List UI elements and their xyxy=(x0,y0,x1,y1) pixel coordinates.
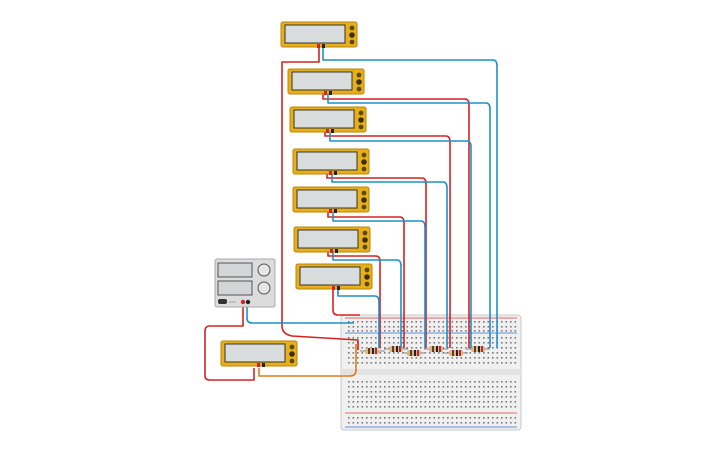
probe-black-icon[interactable] xyxy=(335,249,338,253)
multimeter[interactable] xyxy=(293,226,371,253)
probe-black-icon[interactable] xyxy=(329,91,332,95)
mode-dial-icon[interactable] xyxy=(361,152,367,158)
wire-blue xyxy=(331,173,448,348)
resistor[interactable] xyxy=(466,346,490,352)
resistor[interactable] xyxy=(384,346,408,352)
mode-dial-icon[interactable] xyxy=(361,166,367,172)
probe-red-icon[interactable] xyxy=(329,209,332,213)
multimeter[interactable] xyxy=(292,186,370,213)
wire-red xyxy=(332,289,360,316)
mode-dial-icon[interactable] xyxy=(358,117,364,123)
wire-red xyxy=(281,48,359,350)
breadboard-holes[interactable] xyxy=(348,321,517,424)
multimeter[interactable] xyxy=(292,148,370,175)
probe-black-icon[interactable] xyxy=(331,129,334,133)
mode-dial-icon[interactable] xyxy=(364,267,370,273)
mode-dial-icon[interactable] xyxy=(349,32,355,38)
resistor[interactable] xyxy=(360,348,385,354)
mode-dial-icon[interactable] xyxy=(289,358,295,364)
power-supply[interactable] xyxy=(214,258,276,308)
wire-blue xyxy=(332,251,402,348)
mode-dial-icon[interactable] xyxy=(361,190,367,196)
mode-dial-icon[interactable] xyxy=(362,237,368,243)
mode-dial-icon[interactable] xyxy=(361,159,367,165)
probe-black-icon[interactable] xyxy=(337,286,340,290)
mode-dial-icon[interactable] xyxy=(289,344,295,350)
multimeters[interactable] xyxy=(220,21,373,367)
probe-red-icon[interactable] xyxy=(257,363,260,367)
wire-red xyxy=(327,251,381,348)
probe-red-icon[interactable] xyxy=(317,44,320,48)
mode-dial-icon[interactable] xyxy=(356,72,362,78)
wire-blue xyxy=(332,211,426,348)
power-switch-icon[interactable] xyxy=(218,299,227,304)
negative-terminal-icon[interactable] xyxy=(245,299,251,305)
breadboard[interactable] xyxy=(340,314,522,431)
multimeter[interactable] xyxy=(287,68,365,95)
probe-red-icon[interactable] xyxy=(324,91,327,95)
wire-blue xyxy=(327,94,491,348)
probe-black-icon[interactable] xyxy=(262,363,265,367)
resistor[interactable] xyxy=(424,346,448,352)
probe-black-icon[interactable] xyxy=(322,44,325,48)
mode-dial-icon[interactable] xyxy=(358,124,364,130)
multimeter[interactable] xyxy=(280,21,358,48)
mode-dial-icon[interactable] xyxy=(349,39,355,45)
wire-blue xyxy=(337,289,380,348)
mode-dial-icon[interactable] xyxy=(289,351,295,357)
mode-dial-icon[interactable] xyxy=(362,230,368,236)
wire-red xyxy=(204,303,255,381)
resistor[interactable] xyxy=(444,350,468,356)
probe-red-icon[interactable] xyxy=(330,249,333,253)
multimeter[interactable] xyxy=(289,106,367,133)
probe-red-icon[interactable] xyxy=(326,129,329,133)
wires[interactable] xyxy=(204,48,498,381)
multimeter[interactable] xyxy=(295,263,373,290)
wire-red xyxy=(322,94,470,348)
mode-dial-icon[interactable] xyxy=(349,25,355,31)
mode-dial-icon[interactable] xyxy=(356,79,362,85)
wire-orange xyxy=(258,344,357,377)
wire-blue xyxy=(246,303,354,324)
current-knob-icon[interactable] xyxy=(257,281,271,295)
mode-dial-icon[interactable] xyxy=(364,281,370,287)
probe-black-icon[interactable] xyxy=(334,209,337,213)
resistor[interactable] xyxy=(402,350,426,356)
mode-dial-icon[interactable] xyxy=(361,204,367,210)
probe-red-icon[interactable] xyxy=(329,171,332,175)
wire-blue xyxy=(322,48,498,348)
mode-dial-icon[interactable] xyxy=(364,274,370,280)
positive-terminal-icon[interactable] xyxy=(240,299,246,305)
mode-dial-icon[interactable] xyxy=(356,86,362,92)
wire-red xyxy=(327,211,405,348)
wire-red xyxy=(326,173,427,348)
wire-blue xyxy=(329,131,472,348)
voltage-knob-icon[interactable] xyxy=(257,263,271,277)
probe-black-icon[interactable] xyxy=(334,171,337,175)
multimeter[interactable] xyxy=(220,340,298,367)
mode-dial-icon[interactable] xyxy=(361,197,367,203)
mode-dial-icon[interactable] xyxy=(362,244,368,250)
probe-red-icon[interactable] xyxy=(332,286,335,290)
mode-dial-icon[interactable] xyxy=(358,110,364,116)
